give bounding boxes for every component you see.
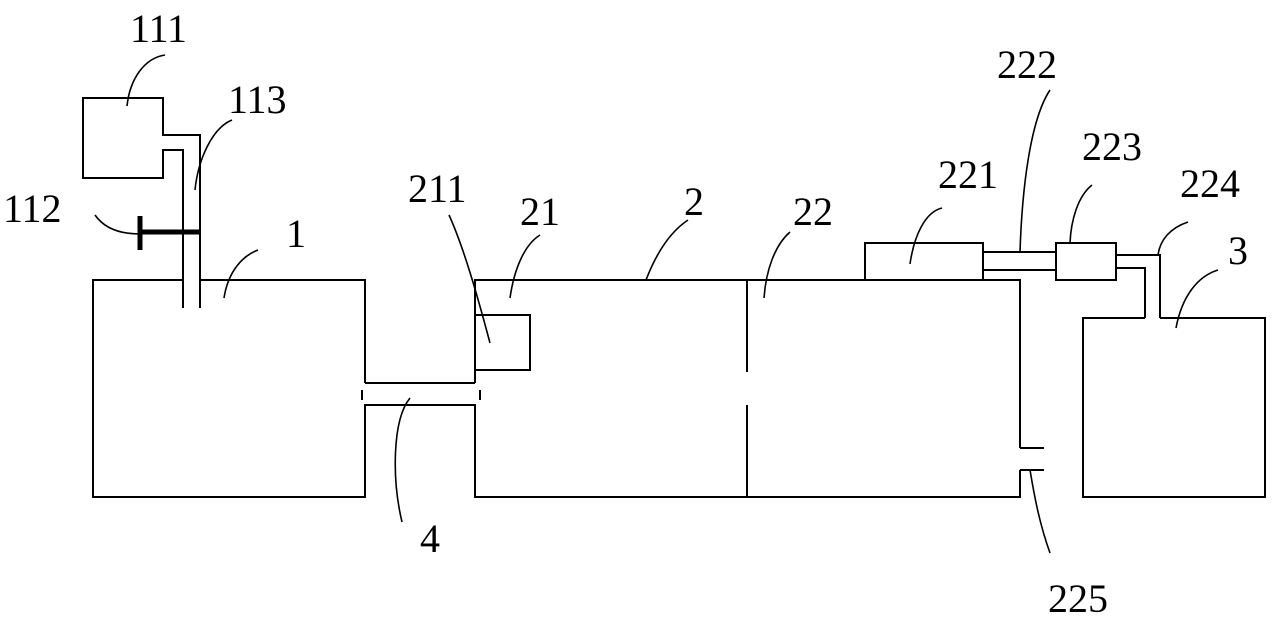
label-112: 112 <box>3 186 62 231</box>
pipe-224 <box>1116 254 1161 318</box>
tank-1 <box>92 279 747 498</box>
leader-21 <box>509 234 541 299</box>
label-3: 3 <box>1228 228 1248 273</box>
leader-222 <box>1019 89 1051 253</box>
label-21: 21 <box>520 189 560 234</box>
tank-3 <box>1082 317 1266 498</box>
leader-111 <box>126 54 166 107</box>
label-211: 211 <box>408 166 467 211</box>
leader-4 <box>394 397 411 523</box>
component-211 <box>474 314 531 371</box>
label-223: 223 <box>1082 124 1142 169</box>
label-22: 22 <box>793 189 833 234</box>
leader-224 <box>1157 221 1189 256</box>
label-224: 224 <box>1180 161 1240 206</box>
label-1: 1 <box>286 211 306 256</box>
leader-1 <box>223 249 259 299</box>
leader-223 <box>1069 184 1093 244</box>
component-221 <box>864 242 984 281</box>
label-113: 113 <box>228 77 287 122</box>
label-2: 2 <box>684 179 704 224</box>
pipe-222 <box>983 251 1056 271</box>
leader-221 <box>909 207 943 265</box>
component-223 <box>1055 242 1117 281</box>
leader-211 <box>448 214 491 344</box>
leader-2 <box>645 219 689 281</box>
valve-225 <box>1020 447 1044 471</box>
label-4: 4 <box>420 516 440 561</box>
label-111: 111 <box>130 6 187 51</box>
leader-225 <box>1029 469 1051 554</box>
leader-3 <box>1175 269 1219 329</box>
label-225: 225 <box>1048 576 1108 621</box>
leader-22 <box>763 231 791 299</box>
label-221: 221 <box>938 152 998 197</box>
hopper-111 <box>82 97 201 308</box>
leader-113 <box>194 119 233 191</box>
label-222: 222 <box>997 42 1057 87</box>
leader-112 <box>94 214 141 235</box>
